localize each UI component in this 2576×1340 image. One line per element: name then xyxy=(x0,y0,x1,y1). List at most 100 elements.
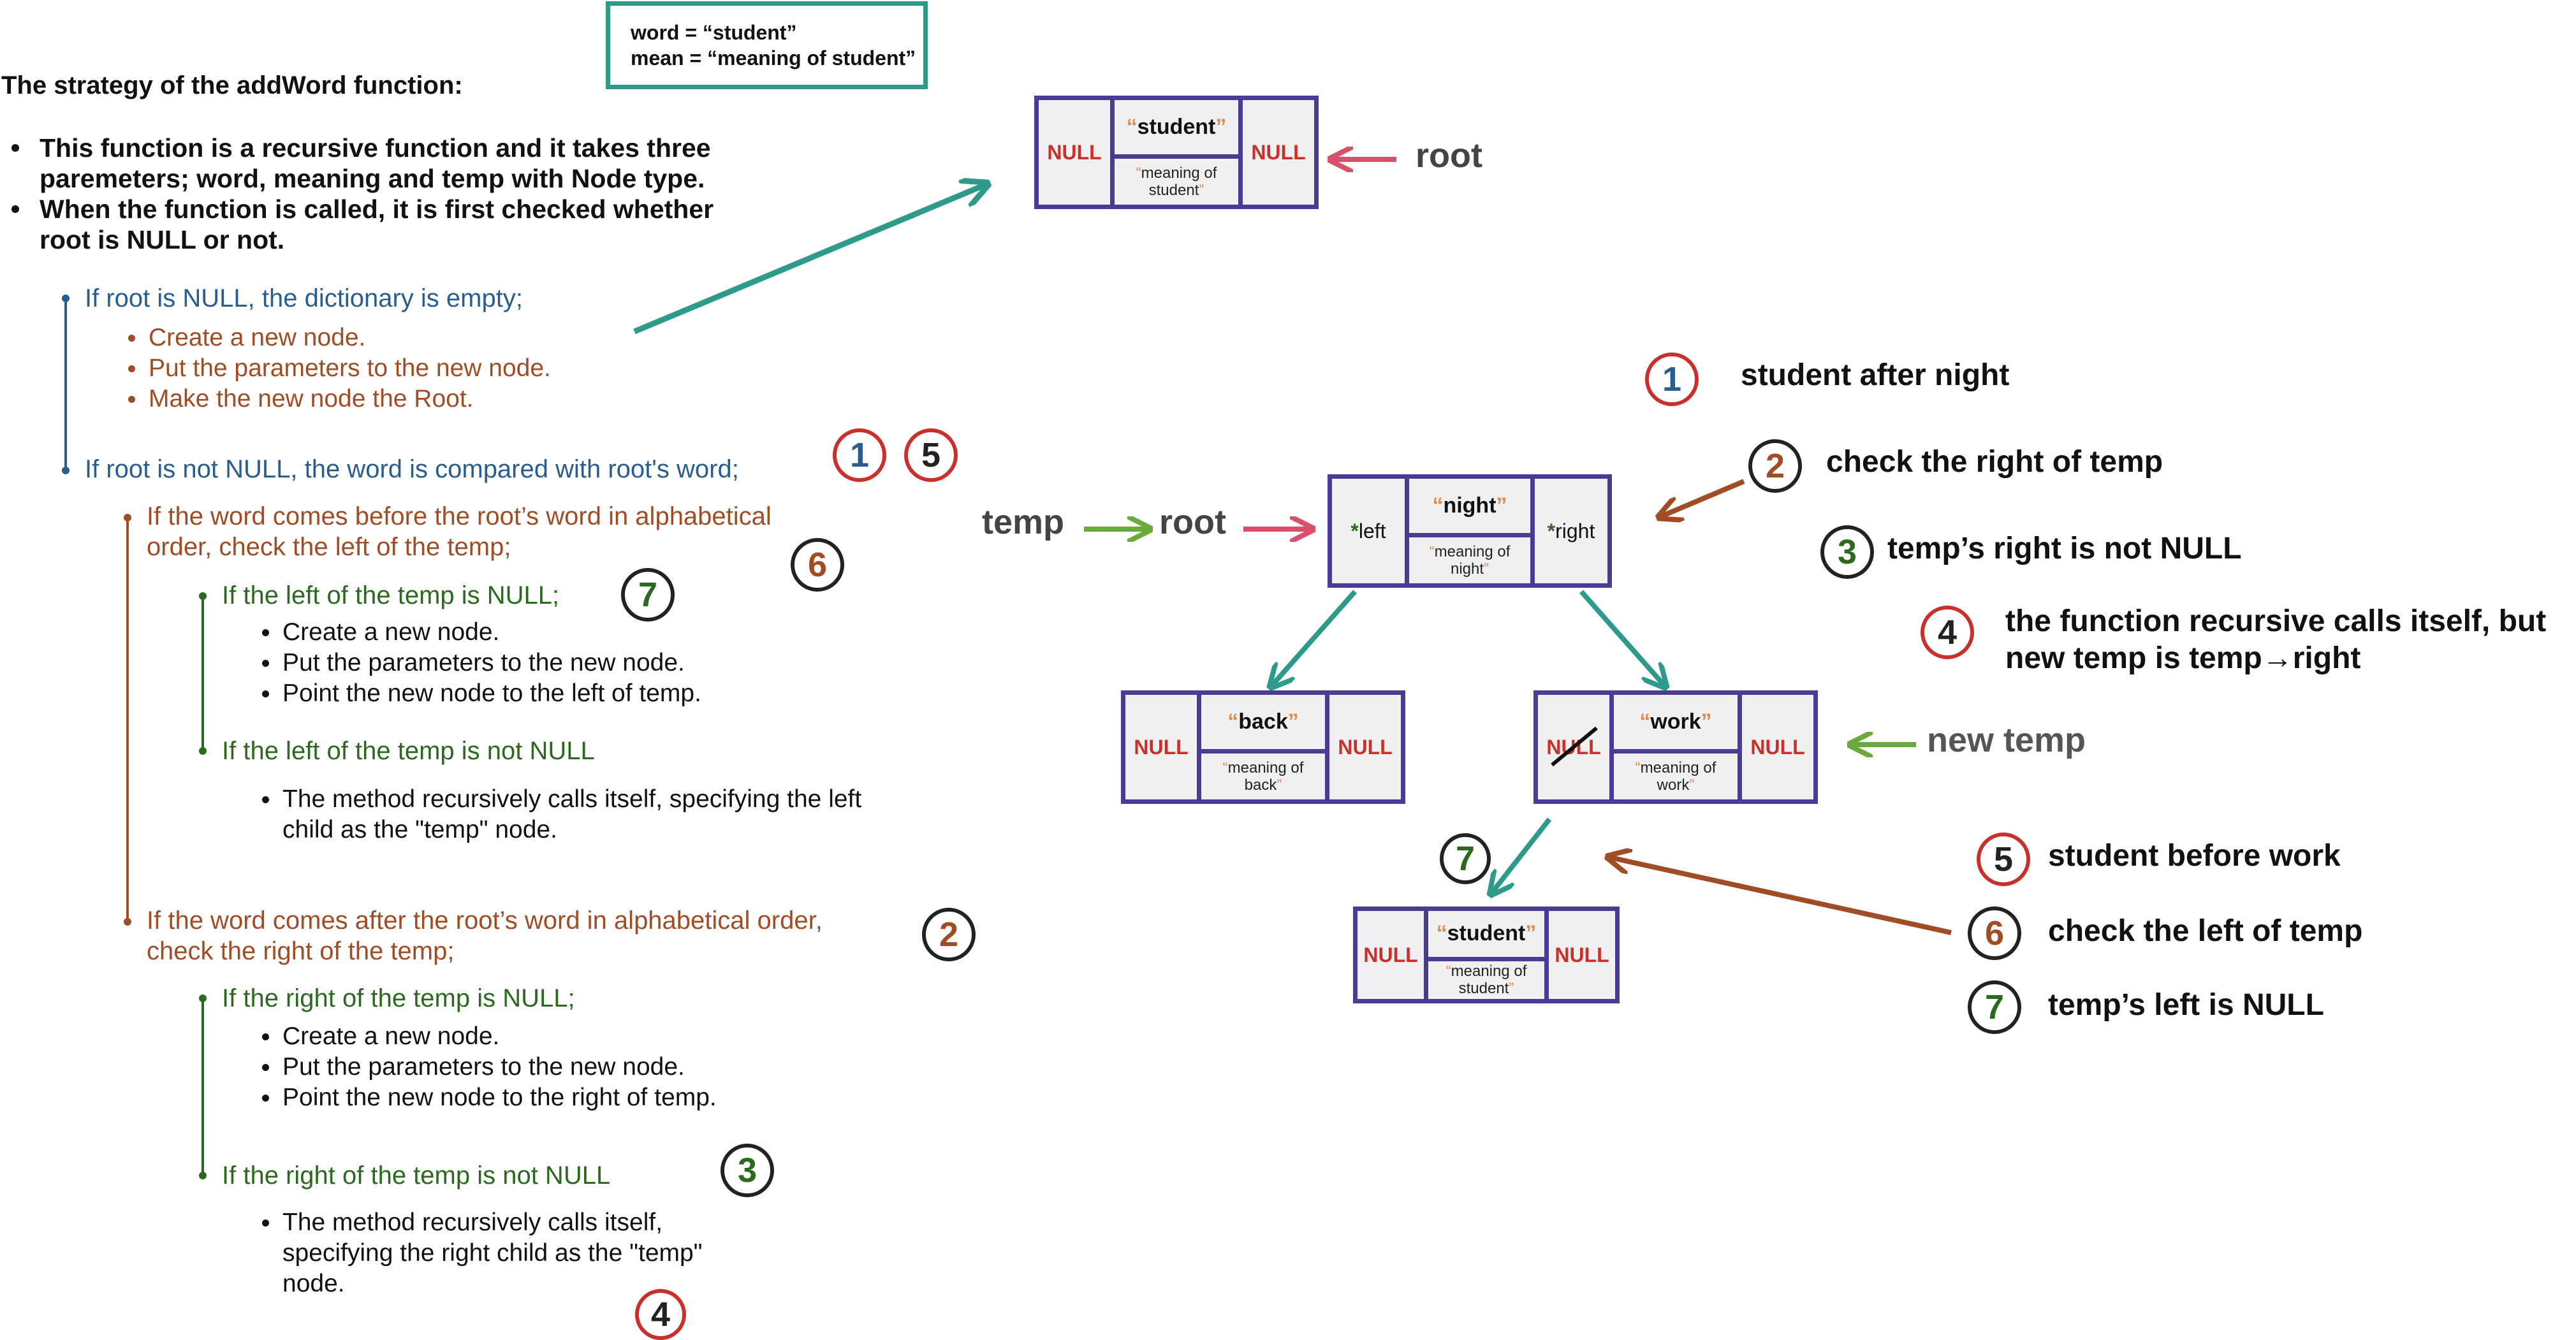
node-meaning: “meaning of student” xyxy=(1445,963,1527,998)
legend-text-7: temp’s left is NULL xyxy=(2048,988,2324,1022)
bullet-check-root: When the function is called, it is first… xyxy=(1,194,728,255)
brown-bracket-dot-bottom xyxy=(124,918,131,926)
node-student-new: NULL “student” “meaning of student” NULL xyxy=(1353,907,1620,1003)
root-label-mid: root xyxy=(1159,503,1226,541)
arrow-legend6 xyxy=(1610,857,1952,935)
node-left-pointer: *left xyxy=(1350,519,1386,543)
node-word: “night” xyxy=(1409,479,1530,538)
root-null-step: Put the parameters to the new node. xyxy=(124,353,551,384)
right-not-null-step: The method recursively calls itself, spe… xyxy=(258,1207,756,1299)
cross-out-mark xyxy=(1551,726,1598,767)
right-null-step: Put the parameters to the new node. xyxy=(258,1052,717,1082)
blue-bracket-line xyxy=(64,298,67,470)
strategy-heading: The strategy of the addWord function: xyxy=(1,71,463,99)
badge-7: 7 xyxy=(621,568,675,622)
node-left-field: NULL xyxy=(1134,735,1189,759)
left-not-null-title: If the left of the temp is not NULL xyxy=(222,737,595,765)
before-line2: order, check the left of the temp; xyxy=(147,533,511,561)
new-temp-label: new temp xyxy=(1927,721,2086,759)
legend-badge-1: 1 xyxy=(1645,353,1699,406)
green-dot xyxy=(199,747,207,755)
arrow-legend2 xyxy=(1661,479,1745,516)
left-not-null-step: The method recursively calls itself, spe… xyxy=(258,784,870,845)
legend-badge-3: 3 xyxy=(1820,525,1874,579)
left-null-step: Put the parameters to the new node. xyxy=(258,648,701,678)
left-null-step: Point the new node to the left of temp. xyxy=(258,678,701,709)
node-right-field: NULL xyxy=(1750,735,1805,759)
badge-2: 2 xyxy=(922,908,976,961)
legend-text-5: student before work xyxy=(2048,839,2341,873)
root-null-title: If root is NULL, the dictionary is empty… xyxy=(85,284,523,312)
before-line1: If the word comes before the root’s word… xyxy=(147,502,772,530)
main-bullets: This function is a recursive function an… xyxy=(1,133,728,255)
right-null-step: Create a new node. xyxy=(258,1021,717,1052)
node-left-field-crossed: NULL xyxy=(1538,695,1609,799)
legend-text-4: the function recursive calls itself, but… xyxy=(2005,604,2547,675)
node-meaning: “meaning of night” xyxy=(1429,543,1511,578)
root-null-step: Make the new node the Root. xyxy=(124,384,551,414)
temp-label: temp xyxy=(982,503,1065,541)
root-not-null-title: If root is not NULL, the word is compare… xyxy=(85,455,739,483)
node-word: “student” xyxy=(1428,911,1544,961)
legend-text-2: check the right of temp xyxy=(1826,445,2163,479)
arrow-work-student xyxy=(1492,817,1552,892)
node-right-field: NULL xyxy=(1338,735,1393,759)
green-dot xyxy=(199,592,207,600)
root-null-step: Create a new node. xyxy=(124,323,551,353)
node-right-field: NULL xyxy=(1555,943,1609,966)
left-null-title: If the left of the temp is NULL; xyxy=(222,581,560,609)
legend-text-6: check the left of temp xyxy=(2048,914,2363,948)
right-not-null-title: If the right of the temp is not NULL xyxy=(222,1162,611,1190)
node-student-root: NULL “student” “meaning of student” NULL xyxy=(1034,96,1319,209)
right-null-step: Point the new node to the right of temp. xyxy=(258,1082,717,1113)
badge-4: 4 xyxy=(635,1289,686,1340)
arrow-night-back xyxy=(1272,590,1357,685)
left-not-null-steps: The method recursively calls itself, spe… xyxy=(258,784,870,845)
badge-6: 6 xyxy=(791,538,844,592)
node-word: “work” xyxy=(1614,695,1738,754)
legend-badge-4: 4 xyxy=(1921,606,1974,659)
right-not-null-steps: The method recursively calls itself, spe… xyxy=(258,1207,756,1299)
after-line2: check the right of the temp; xyxy=(147,937,455,965)
word-mean-box: word = “student” mean = “meaning of stud… xyxy=(606,1,928,89)
brown-bracket-dot-top xyxy=(124,514,131,521)
badge-7-diagram: 7 xyxy=(1440,833,1491,884)
blue-bracket-dot-bottom xyxy=(62,467,70,474)
node-back: NULL “back” “meaning of back” NULL xyxy=(1121,690,1405,804)
badge-1: 1 xyxy=(833,428,886,482)
node-right-field: NULL xyxy=(1251,140,1306,164)
node-word: “back” xyxy=(1201,695,1325,754)
arrow-night-work xyxy=(1579,590,1664,685)
node-meaning: “meaning of work” xyxy=(1635,759,1716,794)
brown-bracket-line xyxy=(126,518,129,924)
right-null-title: If the right of the temp is NULL; xyxy=(222,984,575,1012)
green-dot xyxy=(199,1172,207,1179)
left-null-step: Create a new node. xyxy=(258,617,701,648)
legend-badge-7: 7 xyxy=(1968,980,2021,1034)
legend-text-3: temp’s right is not NULL xyxy=(1887,532,2242,565)
left-null-steps: Create a new node. Put the parameters to… xyxy=(258,617,701,709)
legend-badge-6: 6 xyxy=(1968,907,2021,960)
legend-badge-2: 2 xyxy=(1748,439,1802,493)
green-bracket-left xyxy=(201,596,204,752)
badge-3: 3 xyxy=(721,1144,774,1197)
blue-bracket-dot-top xyxy=(62,295,70,302)
word-line: word = “student” xyxy=(631,21,797,44)
node-left-field: NULL xyxy=(1363,943,1418,966)
green-dot xyxy=(199,994,207,1002)
mean-line: mean = “meaning of student” xyxy=(631,47,916,69)
green-bracket-right xyxy=(201,998,204,1176)
node-left-field: NULL xyxy=(1047,140,1102,164)
after-line1: If the word comes after the root’s word … xyxy=(147,907,823,935)
node-right-pointer: *right xyxy=(1547,519,1595,543)
node-work: NULL “work” “meaning of work” NULL xyxy=(1533,690,1818,804)
root-null-steps: Create a new node. Put the parameters to… xyxy=(124,323,551,414)
legend-badge-5: 5 xyxy=(1977,833,2030,886)
bullet-recursive: This function is a recursive function an… xyxy=(1,133,728,194)
node-night: *left “night” “meaning of night” *right xyxy=(1328,474,1612,588)
node-word: “student” xyxy=(1115,100,1238,159)
badge-5: 5 xyxy=(904,428,958,482)
arrow-to-root-node xyxy=(633,185,985,335)
root-label-top: root xyxy=(1416,136,1482,175)
